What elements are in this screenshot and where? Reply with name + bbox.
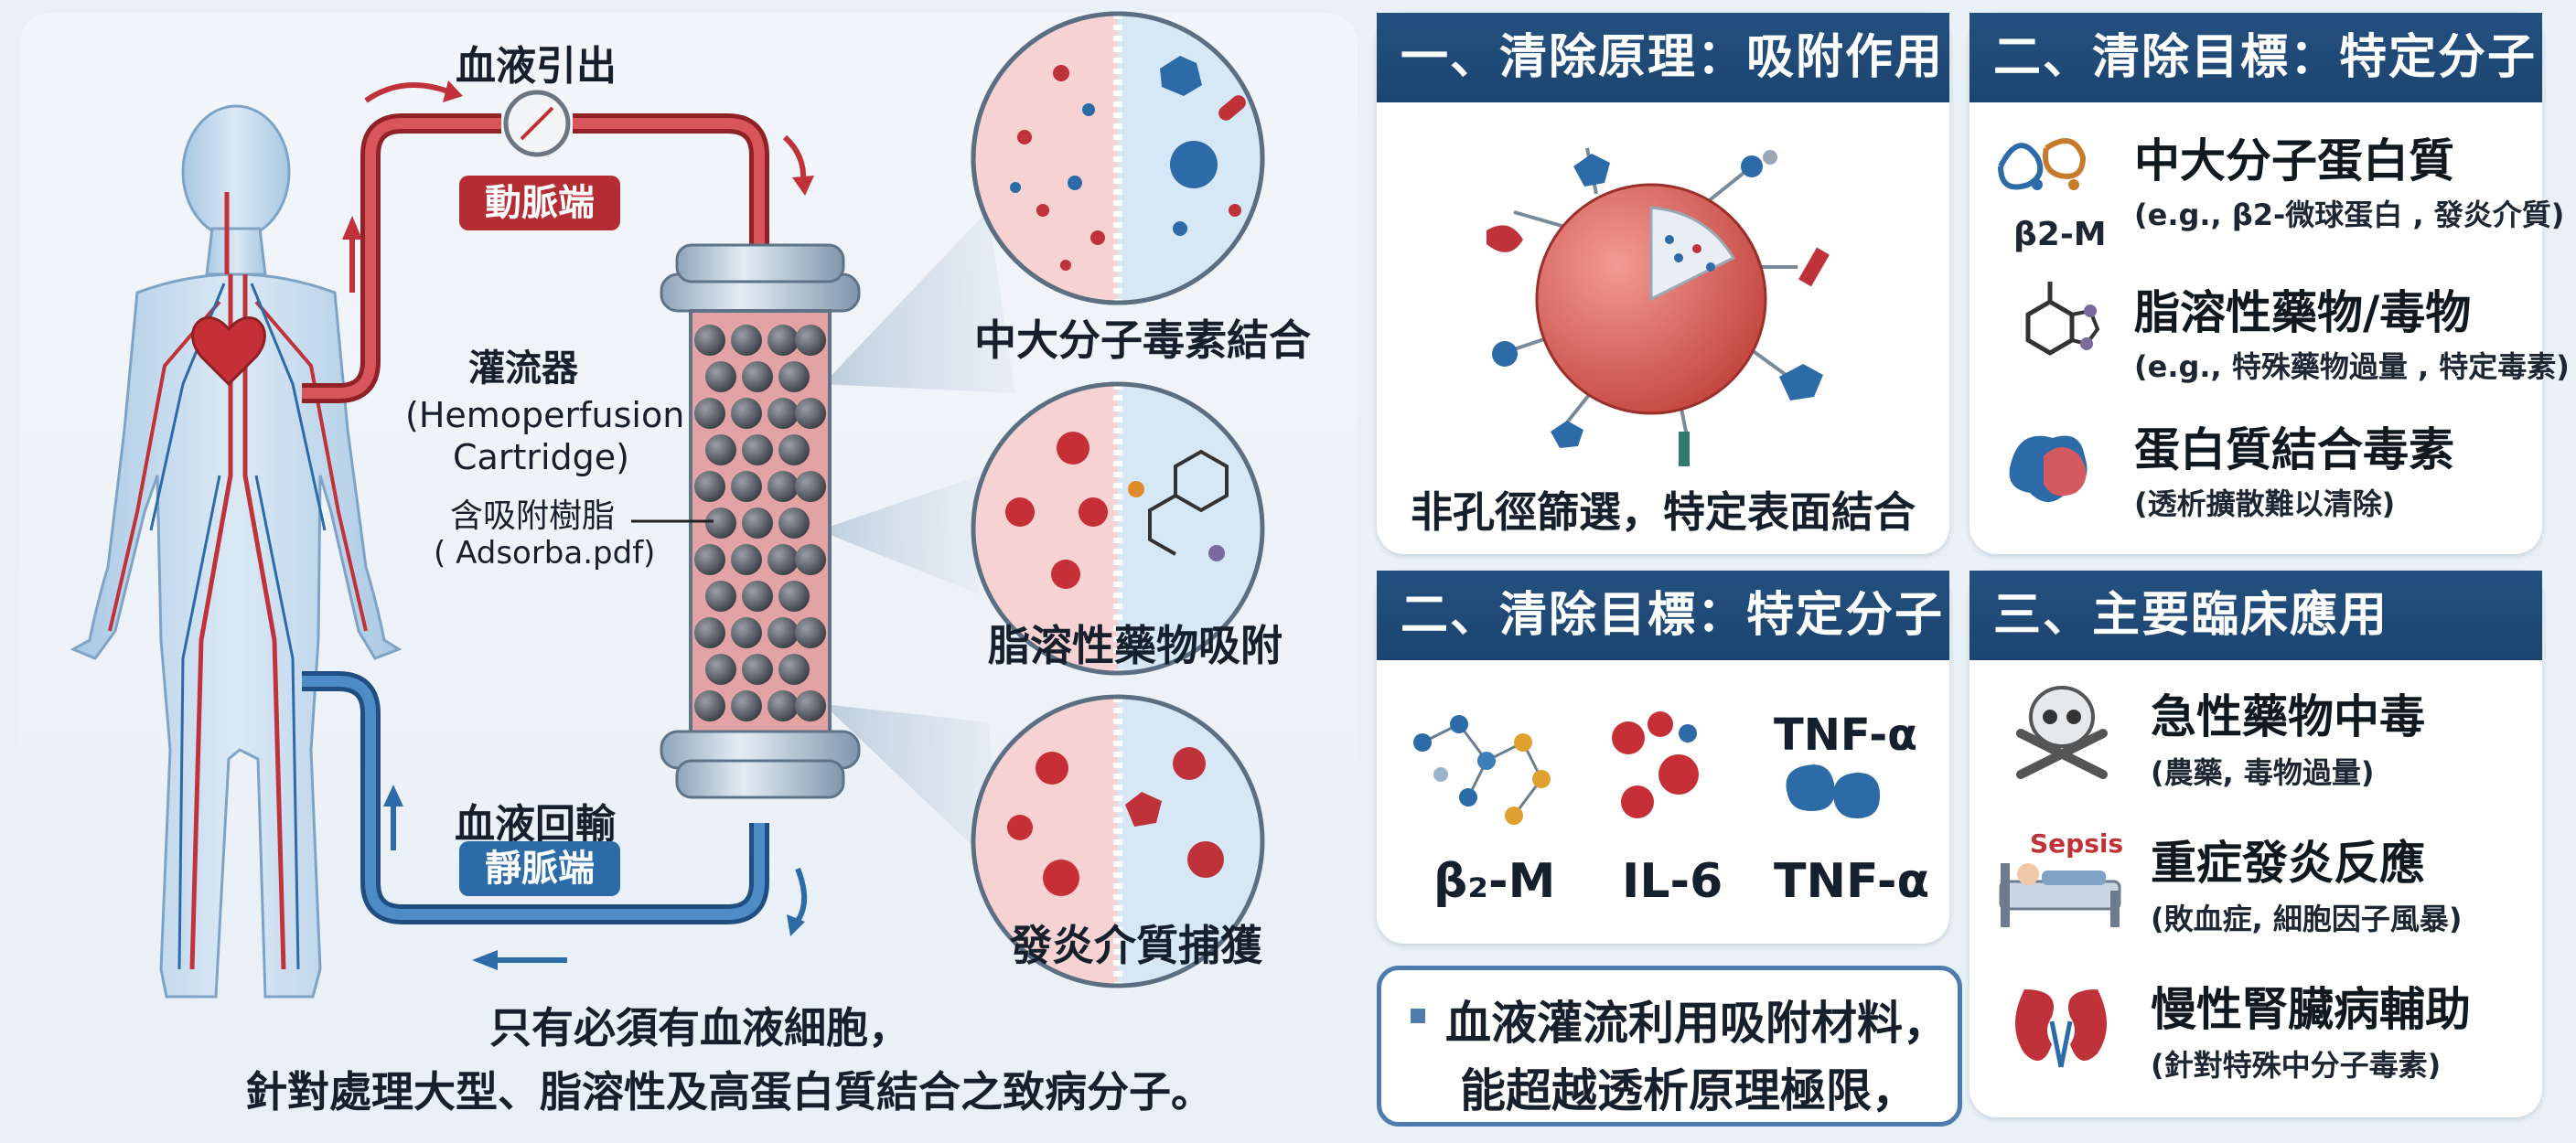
left-caption-line1: 只有必須有血液細胞， [489,1003,910,1052]
target-1-title: 中大分子蛋白質 [2134,134,2454,187]
panel-adsorption-principle: 一、清除原理：吸附作用 非孔徑篩選，特定表面結合 [1377,13,1949,554]
panel1-title: 一、清除原理：吸附作用 [1377,13,1949,102]
adsorbent-bead [731,325,762,356]
adsorbent-bead [731,471,762,502]
adsorbent-bead [694,690,725,721]
adsorbent-bead [705,361,736,392]
zoom-circle-middle-molecules [971,11,1265,305]
adsorbent-bead [731,544,762,575]
application-2-sub: (敗血症, 細胞因子風暴) [2151,902,2463,936]
adsorbent-bead [795,617,826,648]
adsorbent-bead [705,581,736,612]
skull-crossbones-icon [2016,686,2108,779]
blood-draw-label: 血液引出 [456,43,617,90]
adsorbent-bead [778,361,810,392]
adsorbent-bead [705,654,736,685]
adsorbent-bead [731,398,762,429]
adsorbent-bead [795,544,826,575]
summary-line1: 血液灌流利用吸附材料， [1445,997,1948,1050]
adsorbent-bead [694,544,725,575]
application-3-sub: (針對特殊中分子毒素) [2151,1048,2442,1083]
panel-clinical-applications: 三、主要臨床應用 急性藥物中毒 (農藥, 毒物過量) Sepsis 重症發炎反應… [1970,571,2542,1117]
zoom-circle-lipid-drugs [971,381,1265,676]
summary-box: 血液灌流利用吸附材料， 能超越透析原理極限， [1377,966,1962,1127]
adsorbent-bead [694,471,725,502]
adsorbent-bead [742,507,773,539]
zoom-circle-inflammatory-mediators [971,694,1265,988]
benzene-ring-icon [2025,282,2100,356]
adsorbent-bead [795,325,826,356]
adsorbent-bead [795,690,826,721]
target-1-sub: (e.g., β2-微球蛋白 , 發炎介質) [2134,198,2565,232]
panel-targets-molecules: 二、清除目標：特定分子 TNF-α β₂-M IL-6 TNF-α [1377,571,1949,944]
target-3-sub: (透析擴散難以清除) [2134,486,2396,521]
heart-icon [191,316,266,387]
application-1-sub: (農藥, 毒物過量) [2151,755,2375,790]
adsorbent-bead [767,398,799,429]
zoom-label-1: 中大分子毒素結合 [974,315,1311,365]
adsorbent-bead [767,471,799,502]
panel-targets-list: 二、清除目標：特定分子 β2-M 中大分子蛋白質 (e.g., β2-微球蛋白 … [1970,13,2570,554]
protein-bound-toxin-icon [2009,435,2088,502]
left-caption-line2: 針對處理大型、脂溶性及高蛋白質結合之致病分子。 [245,1067,1213,1116]
zoom-label-3: 發炎介質捕獲 [1010,921,1262,970]
hemoperfusion-circuit-diagram [70,11,1265,999]
adsorbent-bead [778,581,810,612]
resin-label: 含吸附樹脂 [450,497,616,535]
kidney-icon [2015,989,2107,1068]
cartridge-english-2: Cartridge) [453,437,629,477]
adsorbent-bead [731,690,762,721]
adsorbent-bead [767,325,799,356]
target-molecules-illustration [1413,711,1880,825]
adsorbent-bead [694,325,725,356]
adsorbent-bead [767,544,799,575]
adsorbent-bead [795,398,826,429]
adsorbent-bead [767,690,799,721]
source-label: ( Adsorba.pdf) [434,535,656,572]
protein-molecule-icon [1998,138,2087,190]
application-3-title: 慢性腎臟病輔助 [2151,983,2471,1036]
beta2m-icon-label: β2-M [2013,216,2107,253]
adsorbent-bead [778,654,810,685]
target-2-sub: (e.g., 特殊藥物過量 , 特定毒素) [2134,349,2570,384]
adsorbent-bead [795,471,826,502]
adsorbent-bead [778,507,810,539]
cartridge-english-1: (Hemoperfusion [405,395,685,435]
adsorbent-bead [694,617,725,648]
adsorbent-bead [767,617,799,648]
panel2-title: 二、清除目標：特定分子 [1970,13,2542,102]
application-1-title: 急性藥物中毒 [2151,690,2425,743]
il6-label: IL-6 [1622,854,1723,909]
beta2m-label: β₂-M [1433,854,1556,909]
arterial-end-badge: 動脈端 [459,176,620,230]
summary-bullet-icon [1411,1009,1425,1023]
adsorbent-bead [731,617,762,648]
application-2-title: 重症發炎反應 [2151,837,2425,890]
adsorbent-bead [742,361,773,392]
cartridge-name: 灌流器 [468,347,578,390]
adsorbent-bead [705,434,736,465]
zoom-label-2: 脂溶性藥物吸附 [988,621,1283,670]
blood-return-label: 血液回輸 [455,801,616,848]
adsorbent-bead [705,507,736,539]
panel4-title: 三、主要臨床應用 [1970,571,2542,660]
adsorbent-bead [742,434,773,465]
hospital-bed-icon [1999,863,2121,927]
sepsis-icon-label: Sepsis [2030,828,2124,859]
tnf-alpha-label: TNF-α [1774,854,1930,909]
adsorbent-bead [742,654,773,685]
target-3-title: 蛋白質結合毒素 [2134,423,2454,476]
human-body-illustration [70,104,402,999]
summary-line2: 能超越透析原理極限， [1460,1064,1917,1117]
panel3-title: 二、清除目標：特定分子 [1377,571,1949,660]
adsorbent-bead [694,398,725,429]
adsorbent-bead [742,581,773,612]
target-2-title: 脂溶性藥物/毒物 [2134,286,2472,339]
venous-end-badge: 靜脈端 [459,841,620,896]
adsorbent-sphere-illustration [1487,147,1830,466]
tnf-alpha-top-label: TNF-α [1774,710,1918,761]
hemoperfusion-cartridge [660,243,861,799]
panel1-caption: 非孔徑篩選，特定表面結合 [1411,487,1916,537]
adsorbent-bead [778,434,810,465]
